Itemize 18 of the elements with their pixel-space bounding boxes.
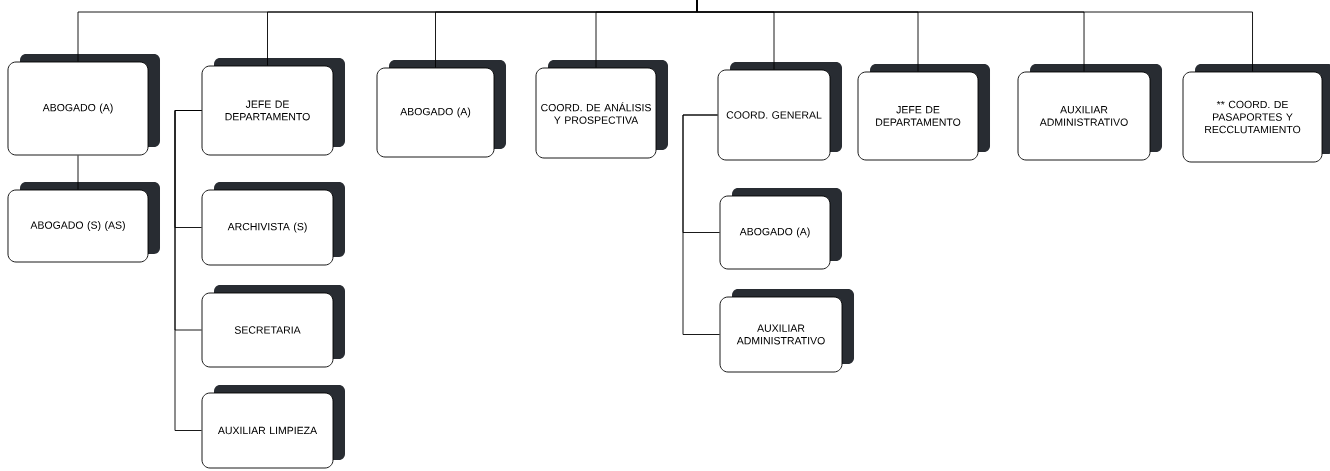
org-box: ABOGADO (A) (7, 54, 160, 156)
org-box: SECRETARIA (201, 285, 345, 368)
connector-line (682, 114, 720, 335)
org-box: COORD. GENERAL (717, 62, 842, 161)
org-box: ABOGADO (A) (719, 188, 842, 270)
org-box: COORD. DE ANÁLISIS Y PROSPECTIVA (535, 60, 668, 159)
org-box: ABOGADO (A) (376, 60, 506, 158)
org-box: AUXILIAR ADMINISTRATIVO (1017, 64, 1162, 161)
org-box: AUXILIAR ADMINISTRATIVO (719, 289, 854, 373)
connector-line (696, 0, 1253, 72)
connector-line (174, 110, 202, 431)
connector-line (77, 155, 79, 190)
org-box: ** COORD. DE PASAPORTES Y RECCLUTAMIENTO (1182, 64, 1330, 163)
org-box: AUXILIAR LIMPIEZA (201, 385, 345, 469)
org-box: ABOGADO (S) (AS) (7, 182, 160, 263)
org-box: ARCHIVISTA (S) (201, 182, 345, 266)
org-box: JEFE DE DEPARTAMENTO (857, 64, 990, 161)
org-box: JEFE DE DEPARTAMENTO (201, 58, 345, 156)
